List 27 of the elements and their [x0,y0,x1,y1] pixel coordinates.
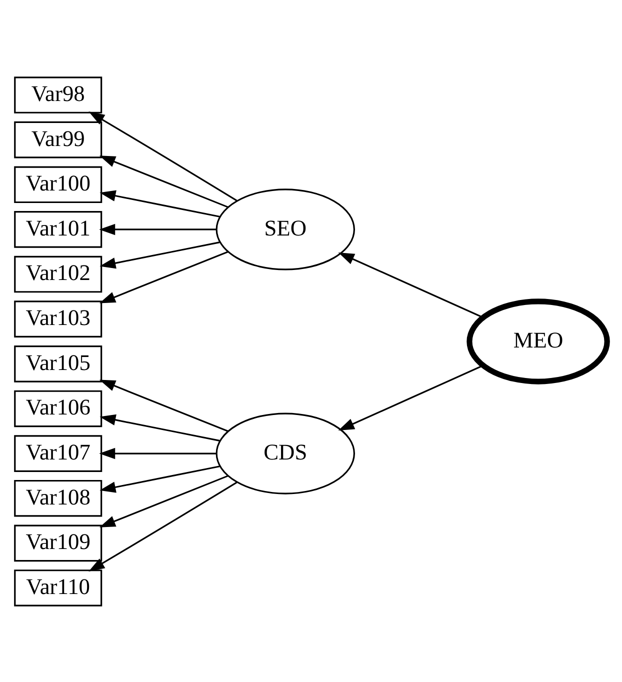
node-box: Var110 [14,569,102,606]
arrow [99,474,228,527]
arrow [338,252,484,318]
arrow [99,250,228,303]
node-box: Var109 [14,524,102,562]
arrow [99,223,217,235]
node-box: Var108 [14,479,102,516]
arrow [100,465,220,492]
node-box: Var102 [14,255,102,292]
node-box: Var103 [14,300,102,337]
arrow [88,481,238,571]
node-box: Var100 [14,166,102,203]
node-box: Var107 [14,434,102,472]
node-box: Var99 [14,120,102,158]
node-box: Var98 [14,76,102,113]
node-box: Var101 [14,210,102,248]
arrow [99,155,228,208]
node-ellipse: MEO [466,298,610,384]
arrow [88,111,238,201]
node-box: Var105 [14,345,102,382]
arrow [100,190,220,217]
node-box: Var106 [14,390,102,427]
arrow [99,447,217,459]
arrow [338,364,484,430]
arrow [99,379,228,432]
arrow [100,414,220,441]
arrow [100,241,220,268]
